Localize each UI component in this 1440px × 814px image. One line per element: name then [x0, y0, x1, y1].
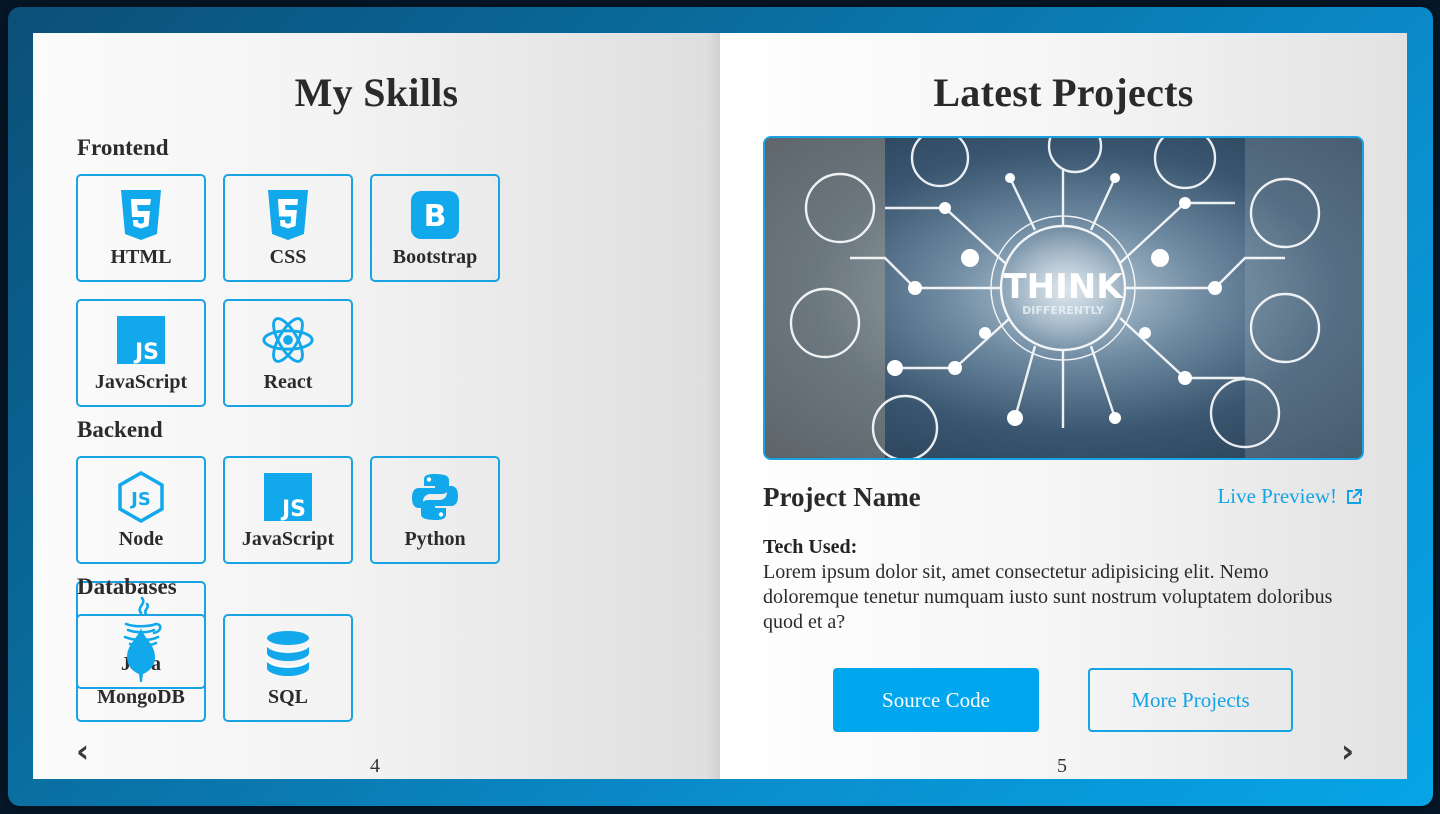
skill-label: SQL — [267, 686, 309, 708]
javascript-icon: JS — [115, 314, 167, 366]
svg-text:JS: JS — [133, 340, 159, 364]
skill-card-css[interactable]: CSS — [223, 174, 353, 282]
skill-label: Python — [404, 528, 466, 550]
python-icon — [409, 471, 461, 523]
more-projects-button[interactable]: More Projects — [1088, 668, 1293, 732]
skill-card-html[interactable]: HTML — [76, 174, 206, 282]
skill-card-bootstrap[interactable]: B Bootstrap — [370, 174, 500, 282]
section-heading-databases: Databases — [77, 574, 177, 599]
mongodb-icon — [115, 628, 167, 682]
projects-page: Latest Projects — [720, 33, 1407, 779]
skill-label: React — [263, 371, 313, 393]
section-heading-backend: Backend — [77, 417, 163, 442]
svg-text:JS: JS — [129, 489, 151, 510]
page-number: 4 — [370, 755, 380, 777]
skill-label: JavaScript — [241, 528, 335, 550]
page-number: 5 — [1057, 755, 1067, 777]
skill-grid-databases: MongoDB SQL — [76, 614, 656, 739]
image-text: THINK — [1003, 267, 1124, 307]
next-page-chevron-right-icon[interactable]: › — [1341, 732, 1355, 770]
project-image: THINK DIFFERENTLY — [763, 136, 1364, 460]
external-link-icon — [1347, 488, 1362, 504]
skill-label: MongoDB — [97, 686, 185, 708]
skill-label: JavaScript — [94, 371, 188, 393]
project-name: Project Name — [763, 482, 921, 512]
skill-label: CSS — [269, 246, 307, 268]
page-title: My Skills — [294, 70, 459, 115]
project-description: Lorem ipsum dolor sit, amet consectetur … — [763, 561, 1333, 633]
skill-grid-frontend: HTML CSS B Bootstrap JS JavaScript React — [76, 174, 656, 424]
skill-card-python[interactable]: Python — [370, 456, 500, 564]
skill-card-react[interactable]: React — [223, 299, 353, 407]
skill-card-mongodb[interactable]: MongoDB — [76, 614, 206, 722]
nodejs-icon: JS — [115, 471, 167, 523]
skill-card-sql[interactable]: SQL — [223, 614, 353, 722]
skill-card-node[interactable]: JS Node — [76, 456, 206, 564]
skill-label: Node — [118, 528, 164, 550]
skill-grid-backend: JS Node JS JavaScript Python Java — [76, 456, 656, 706]
source-code-button[interactable]: Source Code — [833, 668, 1039, 732]
skill-card-javascript-backend[interactable]: JS JavaScript — [223, 456, 353, 564]
skills-page: My Skills Frontend HTML CSS B Bootstrap … — [33, 33, 720, 779]
react-icon — [262, 314, 314, 366]
database-icon — [262, 629, 314, 681]
svg-text:JS: JS — [280, 497, 306, 521]
css3-icon — [262, 189, 314, 241]
live-preview-label: Live Preview! — [1217, 484, 1337, 508]
svg-text:B: B — [424, 199, 447, 234]
image-subtext: DIFFERENTLY — [1022, 304, 1105, 317]
skill-card-javascript[interactable]: JS JavaScript — [76, 299, 206, 407]
tech-used-label: Tech Used: — [763, 536, 858, 558]
page-title: Latest Projects — [933, 70, 1194, 115]
bootstrap-icon: B — [409, 189, 461, 241]
section-heading-frontend: Frontend — [77, 135, 169, 160]
live-preview-link[interactable]: Live Preview! — [1217, 484, 1363, 509]
javascript-icon: JS — [262, 471, 314, 523]
circuit-illustration: THINK DIFFERENTLY — [765, 138, 1362, 458]
html5-icon — [115, 189, 167, 241]
skill-label: Bootstrap — [392, 246, 478, 268]
prev-page-chevron-left-icon[interactable]: ‹ — [76, 732, 90, 770]
skill-label: HTML — [110, 246, 172, 268]
